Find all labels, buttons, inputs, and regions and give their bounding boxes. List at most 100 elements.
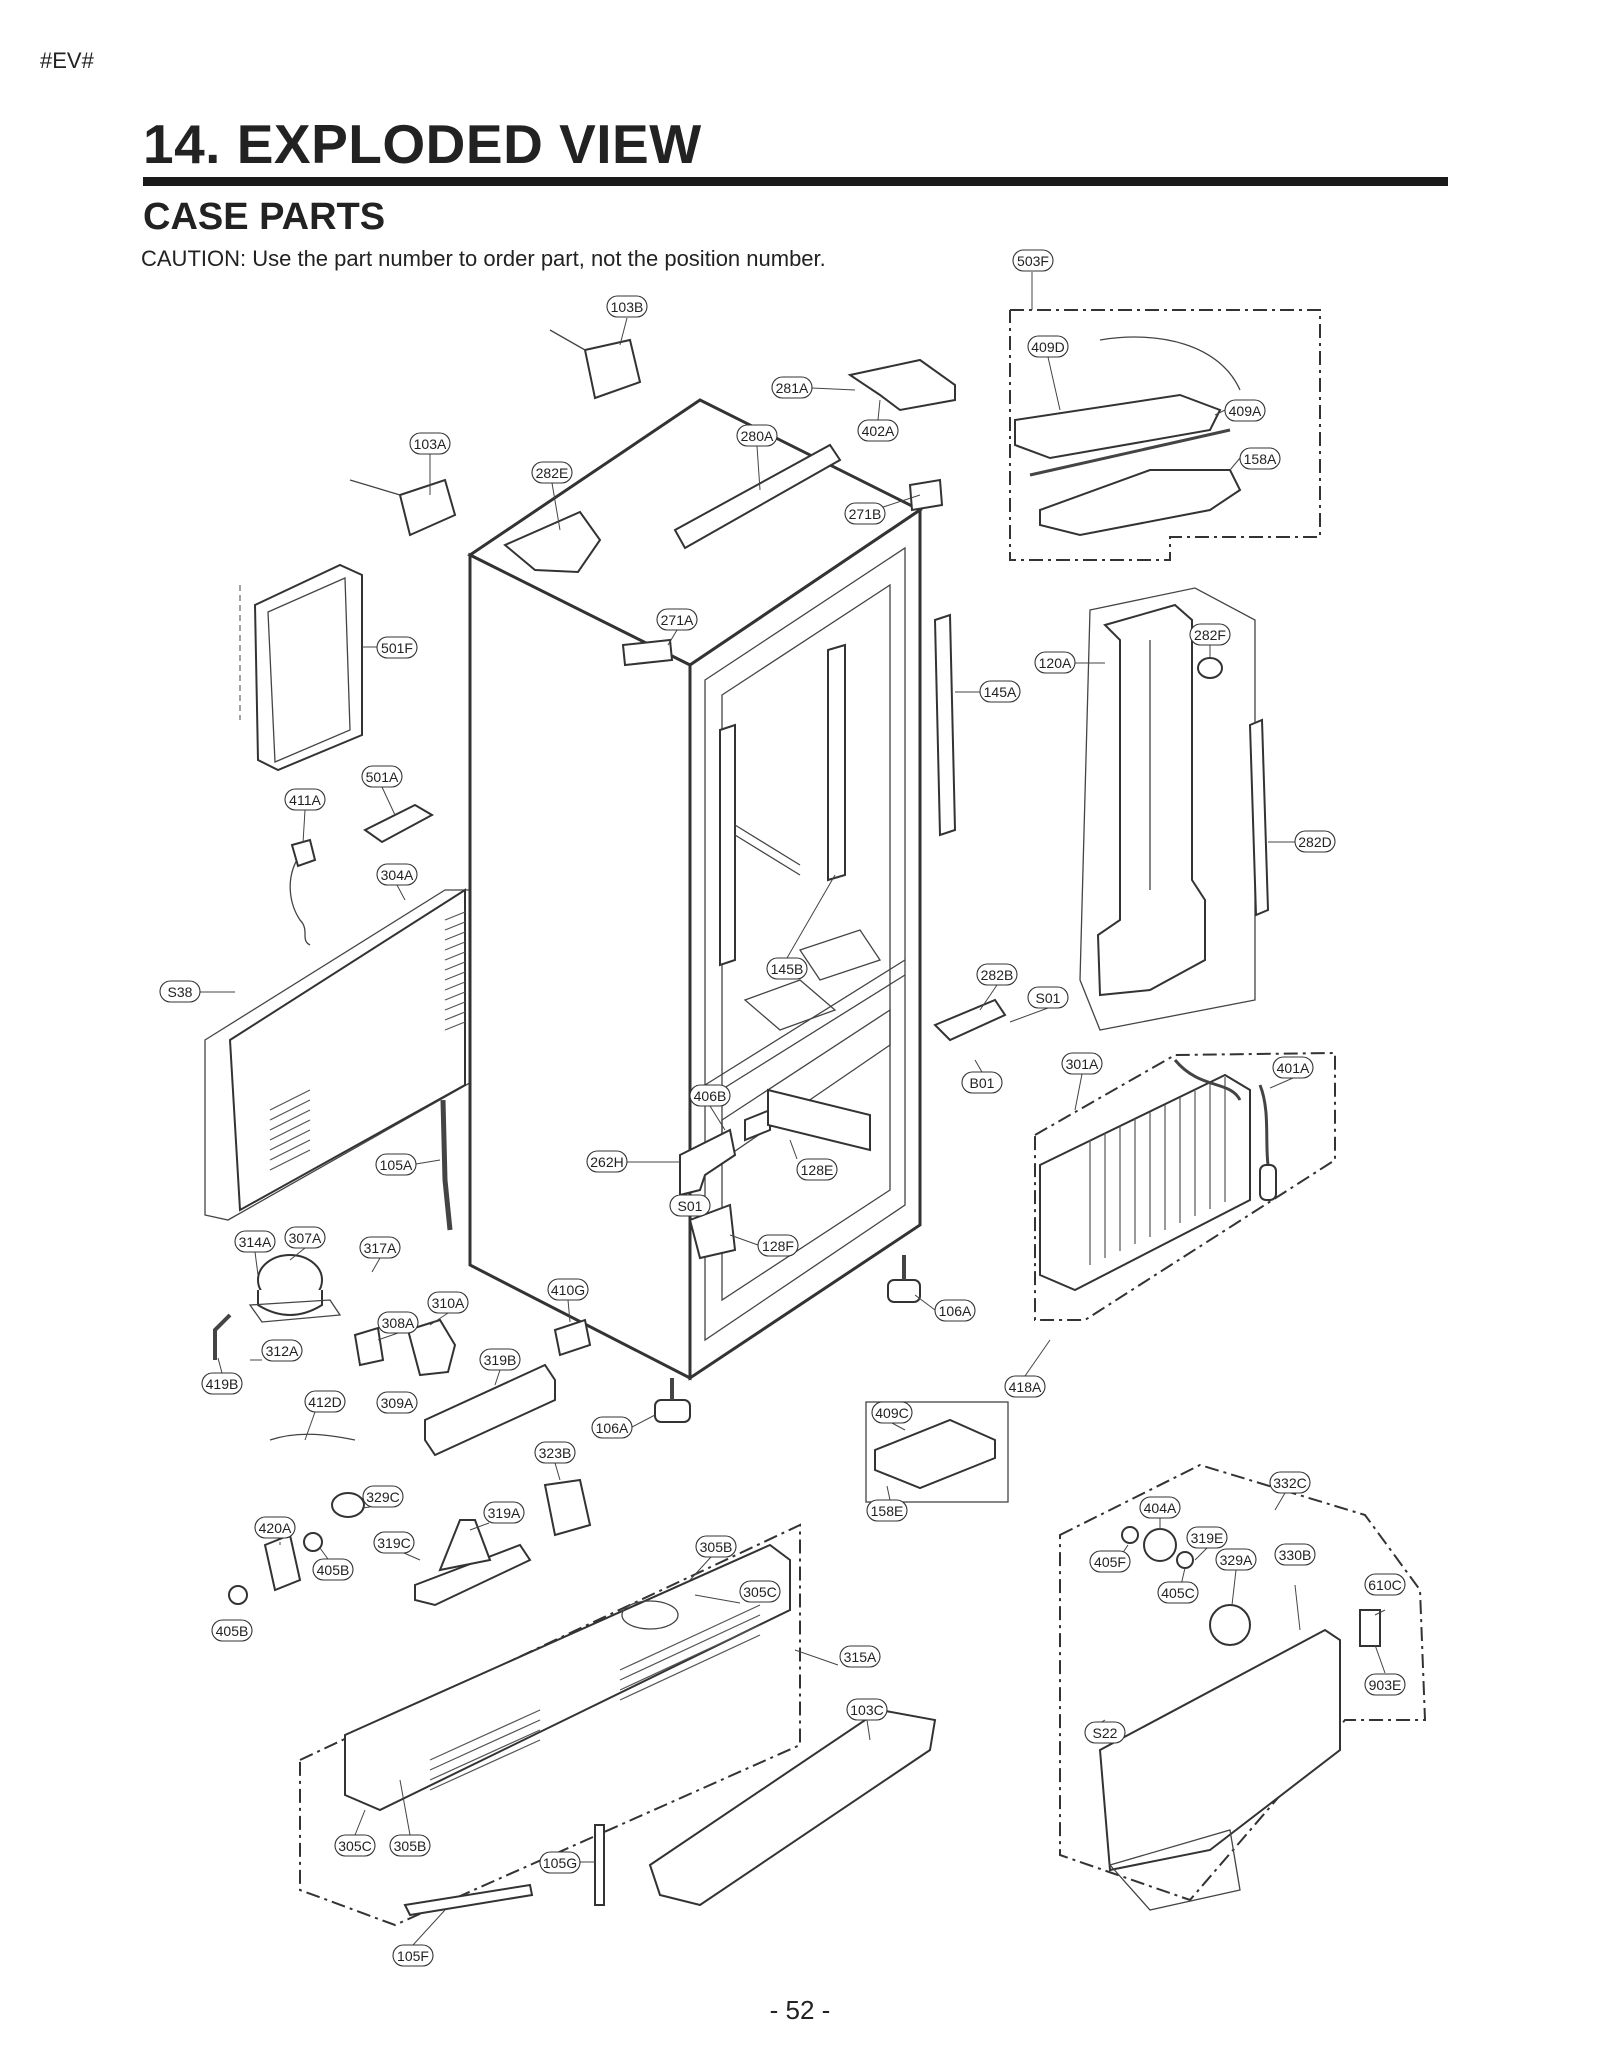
callout-text: 404A: [1144, 1500, 1177, 1516]
sensor-610c: [1359, 1609, 1381, 1647]
callout-text: S38: [168, 984, 193, 1000]
callout-305c-lower: 305C: [334, 1834, 376, 1857]
fan-motor-404a: [1143, 1528, 1177, 1562]
callout-128e: 128E: [796, 1158, 838, 1181]
callout-412d: 412D: [304, 1390, 346, 1413]
grommet-405f: [1121, 1526, 1139, 1544]
callout-305b-lower: 305B: [389, 1834, 431, 1857]
hinge-271b: [908, 478, 944, 512]
base-plate-315a: [344, 1543, 791, 1812]
callout-text: 103C: [850, 1702, 883, 1718]
callout-text: 105A: [380, 1157, 413, 1173]
callout-text: 319E: [1191, 1530, 1224, 1546]
callout-145b: 145B: [766, 957, 808, 980]
title-rule: [143, 177, 1448, 186]
callout-text: 106A: [596, 1420, 629, 1436]
callout-405b-lower: 405B: [211, 1619, 253, 1642]
callout-text: 305C: [338, 1838, 371, 1854]
callout-312a: 312A: [261, 1339, 303, 1362]
callout-text: 315A: [844, 1649, 877, 1665]
callout-b01: B01: [961, 1071, 1003, 1094]
callout-text: 319A: [488, 1505, 521, 1521]
callout-323b: 323B: [534, 1441, 576, 1464]
callout-text: 271A: [661, 612, 694, 628]
leader-lines: [200, 272, 1386, 1946]
callout-106a-front: 106A: [591, 1416, 633, 1439]
bracket-281a: [847, 358, 956, 412]
callout-text: 405F: [1094, 1554, 1126, 1570]
callout-304a: 304A: [376, 863, 418, 886]
callout-text: 317A: [364, 1240, 397, 1256]
callout-text: 503F: [1017, 253, 1049, 269]
callout-329a: 329A: [1215, 1548, 1257, 1571]
callout-text: 310A: [432, 1295, 465, 1311]
callout-text: 308A: [382, 1315, 415, 1331]
overload-308a: [353, 1326, 385, 1367]
callout-text: 105G: [543, 1855, 577, 1871]
callout-262h: 262H: [586, 1150, 628, 1173]
callout-text: 319B: [484, 1352, 517, 1368]
condenser-323b: [543, 1478, 592, 1537]
callout-text: 501A: [366, 769, 399, 785]
callout-text: 312A: [266, 1343, 299, 1359]
callout-332c: 332C: [1269, 1471, 1311, 1494]
document-tag: #EV#: [40, 48, 94, 73]
callout-text: 405C: [1161, 1585, 1194, 1601]
callout-text: 610C: [1368, 1577, 1401, 1593]
callout-text: 410G: [551, 1282, 585, 1298]
fan-329c: [331, 1492, 365, 1518]
leveling-foot-106a-rear: [887, 1255, 921, 1303]
callout-text: 418A: [1009, 1379, 1042, 1395]
callout-105f: 105F: [392, 1944, 434, 1967]
callout-319e: 319E: [1186, 1526, 1228, 1549]
callout-text: 329A: [1220, 1552, 1253, 1568]
callout-402a: 402A: [857, 419, 899, 442]
callout-158a: 158A: [1239, 447, 1281, 470]
callout-text: 304A: [381, 867, 414, 883]
callout-280a: 280A: [736, 424, 778, 447]
cover-282f: [1197, 657, 1223, 679]
power-cord-411a: [289, 838, 317, 946]
callout-text: 301A: [1066, 1056, 1099, 1072]
fan-motor-420a: [263, 1533, 302, 1592]
callout-319a: 319A: [483, 1501, 525, 1524]
callout-405f: 405F: [1089, 1550, 1131, 1573]
callout-text: 501F: [381, 640, 413, 656]
callout-text: 103A: [414, 436, 447, 452]
callout-411a: 411A: [284, 788, 326, 811]
callout-text: 128F: [762, 1238, 794, 1254]
heater-409a: [1029, 428, 1231, 477]
callout-103a: 103A: [409, 432, 451, 455]
callout-text: 105F: [397, 1948, 429, 1964]
callout-128f: 128F: [757, 1234, 799, 1257]
callout-409d: 409D: [1027, 335, 1069, 358]
callout-s01-lower: S01: [669, 1194, 711, 1217]
callout-text: 282E: [536, 465, 569, 481]
tray-409d: [1014, 336, 1241, 460]
rail-145b-right: [827, 643, 846, 882]
callout-301a: 301A: [1061, 1052, 1103, 1075]
rail-145b-left: [719, 723, 801, 967]
callout-s22: S22: [1084, 1721, 1126, 1744]
callout-271b: 271B: [844, 502, 886, 525]
callout-text: B01: [970, 1075, 995, 1091]
hinge-cover-103a: [349, 478, 457, 537]
callout-405c: 405C: [1157, 1581, 1199, 1604]
callout-103c: 103C: [846, 1698, 888, 1721]
control-box-280a: [673, 443, 842, 550]
cover-158a: [1039, 469, 1242, 537]
bracket-105f: [403, 1883, 534, 1917]
callout-105a: 105A: [375, 1153, 417, 1176]
callout-text: 120A: [1039, 655, 1072, 671]
callout-418a: 418A: [1004, 1375, 1046, 1398]
callout-329c: 329C: [362, 1485, 404, 1508]
callout-text: 419B: [206, 1376, 239, 1392]
callout-405b-upper: 405B: [312, 1558, 354, 1581]
callout-text: 406B: [694, 1088, 727, 1104]
bracket-406b: [744, 1108, 771, 1142]
callout-text: 412D: [308, 1394, 341, 1410]
callout-text: 158E: [871, 1503, 904, 1519]
callout-text: 145B: [771, 961, 804, 977]
callout-text: 903E: [1369, 1677, 1402, 1693]
callout-406b: 406B: [689, 1084, 731, 1107]
